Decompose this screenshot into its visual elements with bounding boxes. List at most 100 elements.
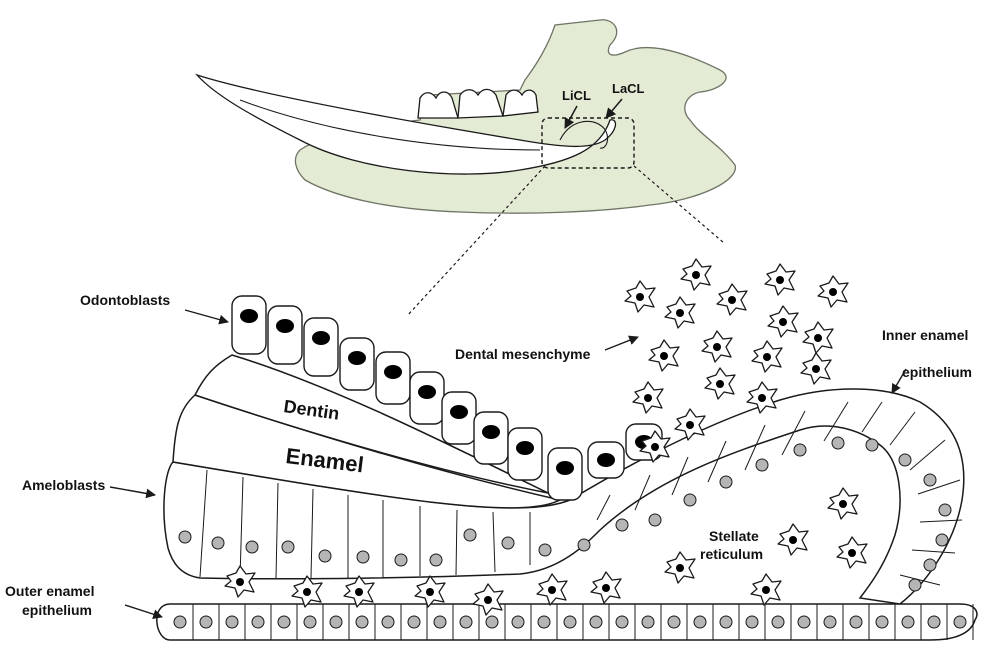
- label-outer-enamel-1: Outer enamel: [5, 583, 94, 599]
- stellate-cell: [801, 353, 831, 384]
- odontoblast-cell: [304, 318, 338, 376]
- oee-nucleus: [460, 616, 472, 628]
- label-stellate-2: reticulum: [700, 546, 763, 562]
- oee-nucleus: [252, 616, 264, 628]
- oee-nucleus: [434, 616, 446, 628]
- stellate-cell-nucleus: [236, 578, 244, 586]
- stellate-cell: [649, 340, 679, 371]
- ameloblast-nucleus: [539, 544, 551, 556]
- stellate-cell: [803, 322, 833, 353]
- stellate-cell: [591, 572, 621, 603]
- stellate-cell: [705, 368, 735, 399]
- arrow-ameloblasts: [110, 487, 155, 495]
- odontoblast-nucleus: [556, 461, 574, 475]
- oee-nucleus: [200, 616, 212, 628]
- stellate-cell-nucleus: [779, 318, 787, 326]
- ameloblast-nucleus: [246, 541, 258, 553]
- cross-section: Odontoblasts Dental mesenchyme Inner ena…: [5, 259, 977, 640]
- stellate-cell-nucleus: [426, 588, 434, 596]
- ameloblast-nucleus: [684, 494, 696, 506]
- oee-nucleus: [694, 616, 706, 628]
- odontoblast-nucleus: [312, 331, 330, 345]
- oee-nucleus: [668, 616, 680, 628]
- stellate-cell-nucleus: [758, 394, 766, 402]
- stellate-cell-nucleus: [636, 293, 644, 301]
- stellate-cell-nucleus: [303, 588, 311, 596]
- stellate-cell: [837, 537, 867, 568]
- ameloblast-nucleus: [502, 537, 514, 549]
- ameloblast-nucleus: [319, 550, 331, 562]
- label-ameloblasts: Ameloblasts: [22, 477, 105, 493]
- stellate-cell: [665, 297, 695, 328]
- odontoblast-nucleus: [276, 319, 294, 333]
- oee-nucleus: [226, 616, 238, 628]
- arrow-odontoblasts: [185, 310, 228, 322]
- oee-nucleus: [642, 616, 654, 628]
- stellate-cell: [665, 552, 695, 583]
- ameloblast-nucleus: [395, 554, 407, 566]
- oee-nucleus: [408, 616, 420, 628]
- label-odontoblasts: Odontoblasts: [80, 292, 170, 308]
- odontoblast-nucleus: [240, 309, 258, 323]
- label-dental-mesenchyme: Dental mesenchyme: [455, 346, 591, 362]
- ameloblast-nucleus: [616, 519, 628, 531]
- oee-nucleus: [954, 616, 966, 628]
- ameloblast-nucleus: [212, 537, 224, 549]
- stellate-cell: [752, 341, 782, 372]
- stellate-cell: [702, 331, 732, 362]
- stellate-cell: [633, 382, 663, 413]
- stellate-cell-nucleus: [602, 584, 610, 592]
- odontoblast-nucleus: [348, 351, 366, 365]
- ameloblast-nucleus: [720, 476, 732, 488]
- stellate-cell-nucleus: [763, 353, 771, 361]
- stellate-cell-nucleus: [676, 309, 684, 317]
- oee-nucleus: [616, 616, 628, 628]
- stellate-cell-nucleus: [548, 586, 556, 594]
- odontoblast-nucleus: [516, 441, 534, 455]
- oee-nucleus: [928, 616, 940, 628]
- stellate-cell-nucleus: [484, 596, 492, 604]
- ameloblast-nucleus: [832, 437, 844, 449]
- ameloblast-nucleus: [939, 504, 951, 516]
- label-lacl: LaCL: [612, 81, 645, 96]
- stellate-cell: [292, 576, 322, 607]
- odontoblast-cell: [268, 306, 302, 364]
- oee-nucleus: [720, 616, 732, 628]
- odontoblast-cell: [232, 296, 266, 354]
- oee-nucleus: [876, 616, 888, 628]
- ameloblast-nucleus: [924, 474, 936, 486]
- ameloblast-nucleus: [179, 531, 191, 543]
- oee-nucleus: [382, 616, 394, 628]
- stellate-cell-nucleus: [713, 343, 721, 351]
- odontoblast-nucleus: [482, 425, 500, 439]
- stellate-cell: [537, 574, 567, 605]
- ameloblast-nucleus: [866, 439, 878, 451]
- ameloblast-nucleus: [649, 514, 661, 526]
- oee-nucleus: [278, 616, 290, 628]
- stellate-cell-nucleus: [692, 271, 700, 279]
- ameloblast-nucleus: [794, 444, 806, 456]
- oee-nucleus: [824, 616, 836, 628]
- label-stellate-1: Stellate: [709, 528, 759, 544]
- ameloblast-nucleus: [756, 459, 768, 471]
- stellate-cell: [818, 276, 848, 307]
- odontoblast-nucleus: [384, 365, 402, 379]
- ameloblast-nucleus: [936, 534, 948, 546]
- oee-nucleus: [486, 616, 498, 628]
- oee-nucleus: [304, 616, 316, 628]
- label-outer-enamel-2: epithelium: [22, 602, 92, 618]
- oee-nucleus: [564, 616, 576, 628]
- stellate-cell: [768, 306, 798, 337]
- stellate-cell-nucleus: [651, 443, 659, 451]
- stellate-cell-nucleus: [728, 296, 736, 304]
- odontoblast-nucleus: [597, 453, 615, 467]
- stellate-cell: [765, 264, 795, 295]
- stellate-cell-nucleus: [716, 380, 724, 388]
- label-inner-enamel-2: epithelium: [902, 364, 972, 380]
- arrow-outer-enamel: [125, 605, 162, 617]
- stellate-cell-nucleus: [660, 352, 668, 360]
- ameloblast-nucleus: [924, 559, 936, 571]
- ameloblast-nucleus: [909, 579, 921, 591]
